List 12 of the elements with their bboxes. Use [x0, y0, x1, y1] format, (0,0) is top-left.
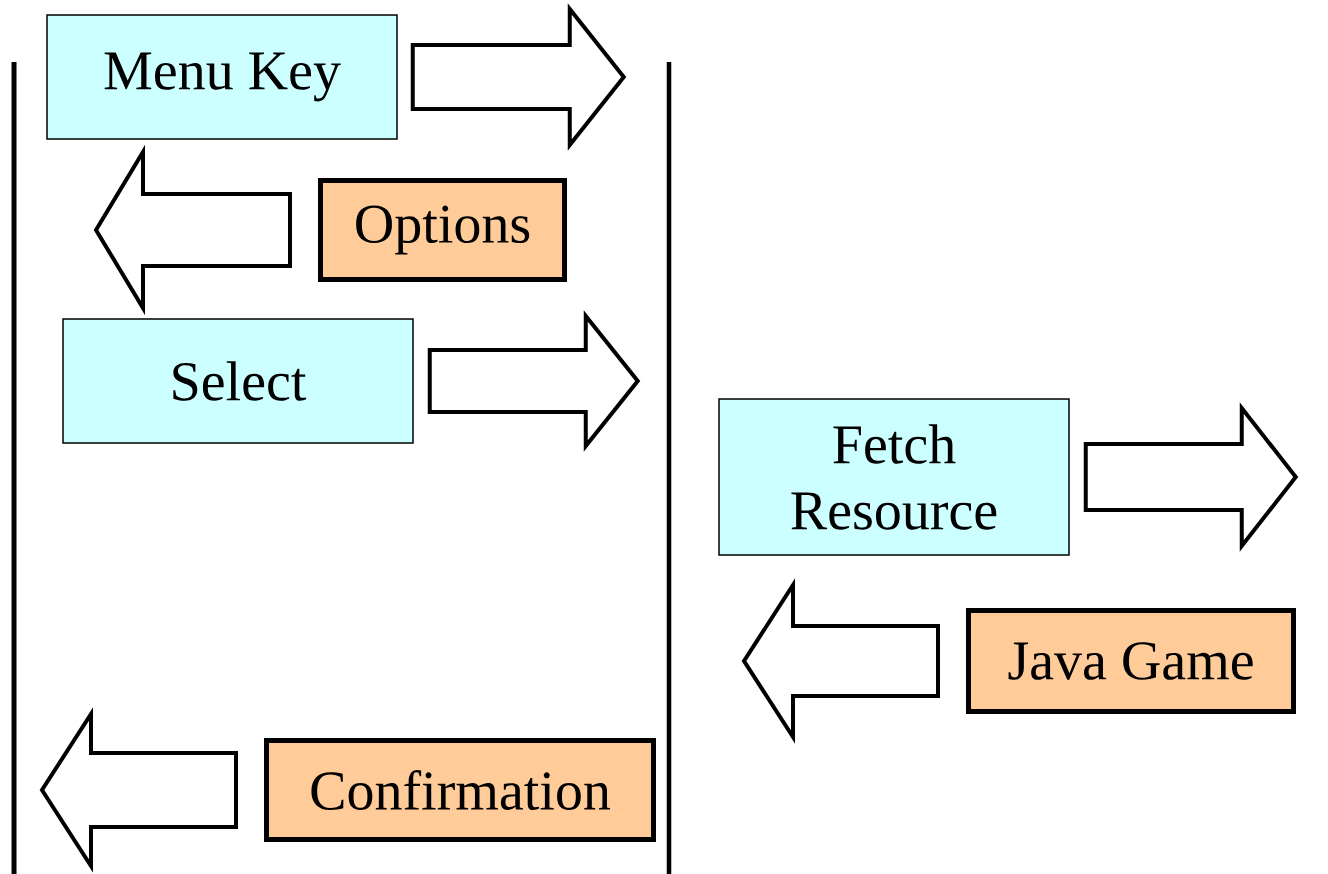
- message-box: Menu Key: [46, 14, 398, 140]
- message-box: Select: [62, 318, 414, 444]
- block-arrow: [427, 310, 641, 452]
- message-box: Fetch Resource: [718, 398, 1070, 556]
- message-box: Options: [318, 178, 567, 282]
- message-box: Confirmation: [264, 738, 656, 842]
- block-arrow: [39, 707, 238, 873]
- block-arrow: [741, 578, 940, 744]
- block-arrow: [1083, 402, 1299, 552]
- block-arrow: [93, 144, 292, 316]
- block-arrow: [410, 3, 627, 151]
- message-box: Java Game: [966, 608, 1296, 714]
